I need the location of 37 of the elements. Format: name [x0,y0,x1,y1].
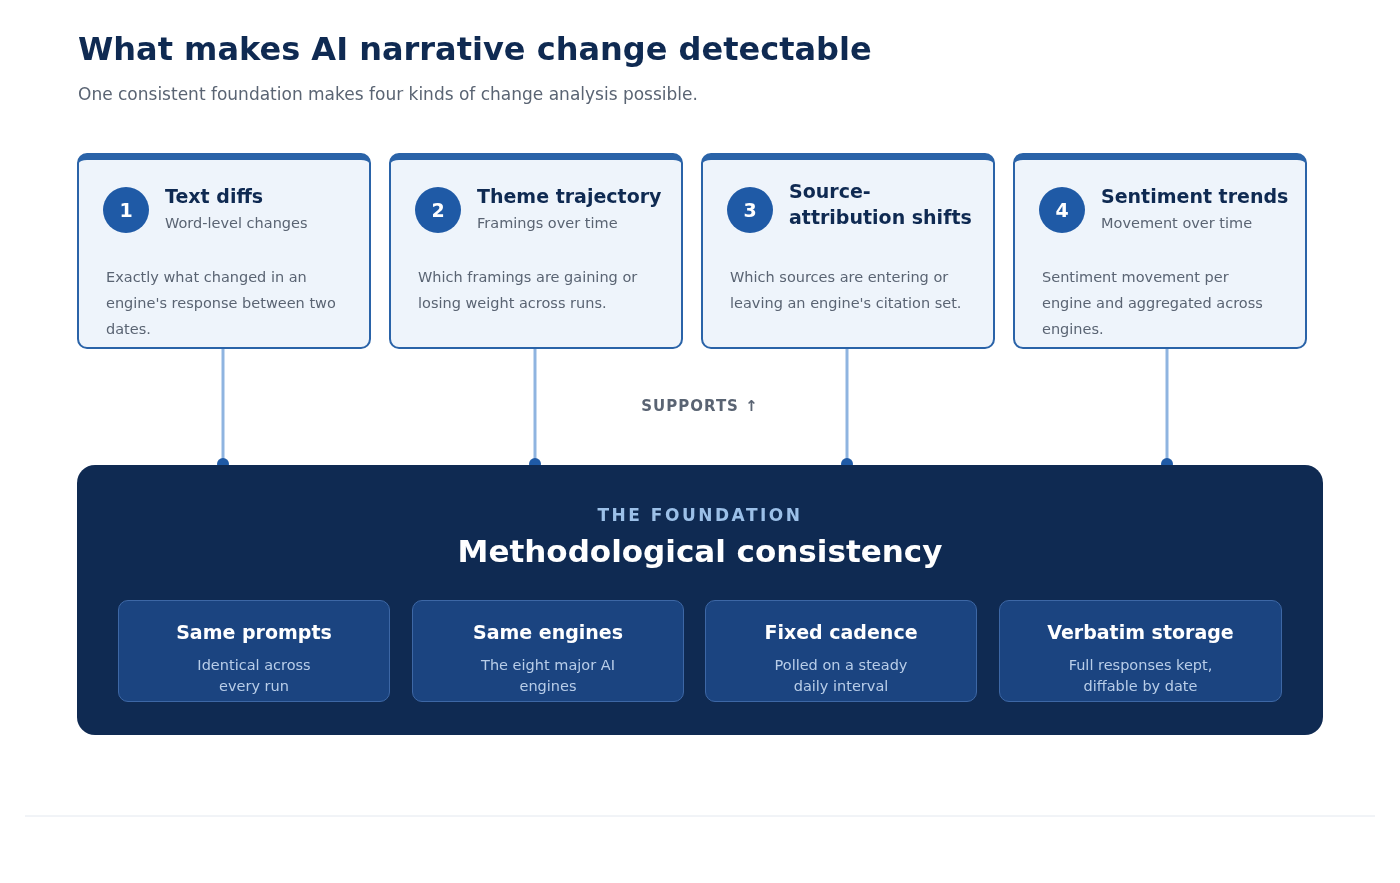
number-badge: 2 [415,187,461,233]
supports-label: SUPPORTS ↑ [640,397,760,415]
subtitle: One consistent foundation makes four kinds of change analysis possible. [78,84,698,104]
panel-heading: Methodological consistency [456,533,944,569]
card-description: Sentiment movement per engine and aggregated across engines. [1042,268,1264,339]
number-badge: 4 [1039,187,1085,233]
principle-description: Polled on a steady daily interval [773,656,909,696]
principle-heading: Verbatim storage [1046,621,1235,643]
card-heading: Sentiment trends [1101,184,1290,209]
number-badge: 3 [727,187,773,233]
principle-heading: Same engines [471,621,625,643]
card-description: Which framings are gaining or losing weight across runs. [418,268,639,313]
card-subtitle: Word-level changes [165,215,309,231]
principle-description: Identical across every run [196,656,312,696]
principle-heading: Fixed cadence [763,621,919,643]
principle-card [118,600,390,702]
foundation-panel [77,465,1323,735]
card-description: Exactly what changed in an engine's response between two dates. [106,268,337,339]
card-heading: Text diffs [165,184,265,209]
card [77,153,371,349]
title: What makes AI narrative change detectable [78,30,872,68]
principle-card [705,600,977,702]
eyebrow-label: THE FOUNDATION [596,505,804,525]
card [389,153,683,349]
principle-card [412,600,684,702]
card-description: Which sources are entering or leaving an engine's citation set. [730,268,963,313]
card-heading: Source-attribution shifts [789,179,973,230]
number-badge: 1 [103,187,149,233]
card-subtitle: Framings over time [477,215,619,231]
card-subtitle: Movement over time [1101,215,1254,231]
principle-description: Full responses kept, diffable by date [1067,656,1214,696]
principle-description: The eight major AI engines [480,656,616,696]
card-heading: Theme trajectory [477,184,663,209]
principle-heading: Same prompts [175,621,333,643]
card [701,153,995,349]
card [1013,153,1307,349]
principle-card [999,600,1282,702]
